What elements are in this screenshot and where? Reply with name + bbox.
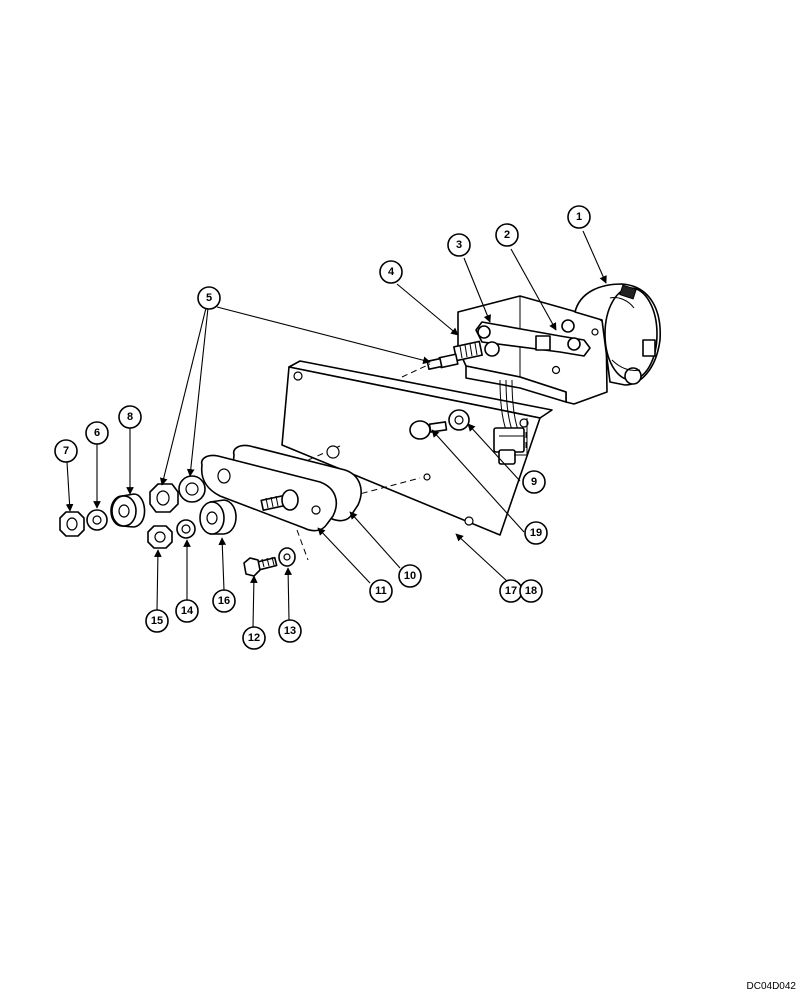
callout-12: 12	[242, 626, 266, 650]
callout-5: 5	[197, 286, 221, 310]
svg-text:1: 1	[576, 211, 582, 223]
svg-text:10: 10	[404, 570, 416, 582]
svg-text:9: 9	[531, 476, 537, 488]
bushing-8	[110, 493, 146, 528]
svg-text:12: 12	[248, 632, 260, 644]
bushing-16	[199, 499, 237, 535]
svg-text:2: 2	[504, 229, 510, 241]
callout-19: 19	[524, 521, 548, 545]
callout-17: 17	[499, 579, 523, 603]
callout-2: 2	[495, 223, 519, 247]
svg-text:6: 6	[94, 427, 100, 439]
svg-text:13: 13	[284, 625, 296, 637]
pivot-plate-11	[200, 454, 337, 532]
nut-15	[147, 525, 173, 549]
callout-18: 18	[519, 579, 543, 603]
nut-7	[59, 511, 85, 537]
nut-5a	[149, 483, 179, 513]
svg-text:3: 3	[456, 239, 462, 251]
callout-11: 11	[369, 579, 393, 603]
svg-text:16: 16	[218, 595, 230, 607]
svg-text:18: 18	[525, 585, 537, 597]
svg-text:17: 17	[505, 585, 517, 597]
callout-13: 13	[278, 619, 302, 643]
washer-14	[176, 519, 196, 539]
washer-13	[278, 547, 296, 567]
wire-harness	[493, 379, 525, 465]
bolt-19	[409, 409, 470, 440]
callout-4: 4	[379, 260, 403, 284]
drawing-code: DC04D042	[746, 981, 796, 992]
drive-spindle	[426, 340, 500, 370]
svg-text:4: 4	[388, 266, 395, 278]
callout-3: 3	[447, 233, 471, 257]
svg-text:7: 7	[63, 445, 69, 457]
callout-9: 9	[522, 470, 546, 494]
callout-6: 6	[85, 421, 109, 445]
svg-text:8: 8	[127, 411, 133, 423]
svg-text:5: 5	[206, 292, 212, 304]
svg-text:11: 11	[375, 585, 387, 597]
callout-1: 1	[567, 205, 591, 229]
callout-16: 16	[212, 589, 236, 613]
svg-text:15: 15	[151, 615, 163, 627]
callout-7: 7	[54, 439, 78, 463]
washer-6	[86, 509, 108, 531]
callout-10: 10	[398, 564, 422, 588]
washer-5b	[178, 475, 206, 503]
callout-8: 8	[118, 405, 142, 429]
svg-text:19: 19	[530, 527, 542, 539]
wiper-motor	[574, 283, 661, 386]
callout-15: 15	[145, 609, 169, 633]
bolt-12	[243, 556, 278, 577]
svg-text:14: 14	[181, 605, 194, 617]
leader-lines	[65, 230, 607, 628]
mounting-plate	[281, 360, 553, 536]
callout-14: 14	[175, 599, 199, 623]
linkage-arm	[475, 319, 591, 357]
